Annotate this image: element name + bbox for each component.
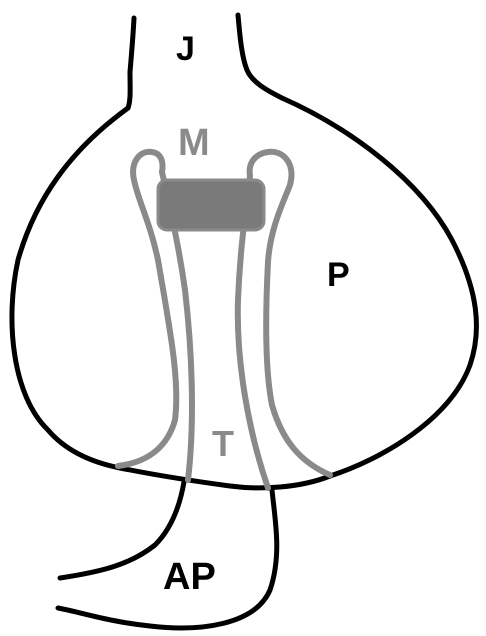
neck-right-outline (238, 15, 282, 98)
body-bottom-outline (120, 468, 330, 488)
body-right-outline (282, 98, 476, 476)
label-t: T (212, 426, 234, 462)
label-p: P (327, 258, 350, 292)
block-m (158, 180, 264, 230)
body-left-outline (12, 108, 128, 468)
label-ap: AP (163, 558, 216, 596)
label-j: J (176, 32, 195, 66)
neck-left-outline (128, 18, 134, 108)
label-m: M (178, 124, 210, 162)
